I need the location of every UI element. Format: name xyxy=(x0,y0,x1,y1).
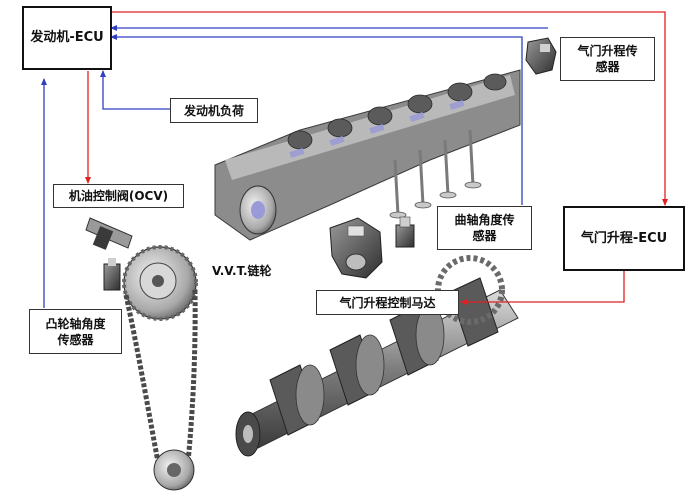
rocker-accents xyxy=(289,99,465,159)
lift-motor-label: 气门升程控制马达 xyxy=(339,295,436,310)
vvt-sprocket-label: V.V.T.链轮 xyxy=(212,264,272,278)
crank-sprocket-part xyxy=(153,449,195,491)
ocv-box: 机油控制阀(OCV) xyxy=(53,184,184,208)
signal-lines xyxy=(43,27,548,308)
control-lines xyxy=(87,11,666,303)
lift-motor-box: 气门升程控制马达 xyxy=(316,290,459,315)
signal-arrowheads xyxy=(41,25,117,85)
valve-lift-sensor-box: 气门升程传 感器 xyxy=(560,37,655,81)
crankshaft-part xyxy=(235,255,519,457)
engine-ecu-box: 发动机-ECU xyxy=(22,6,112,70)
cam-angle-sensor-part xyxy=(103,258,121,291)
crank-sensor-label: 曲轴角度传 感器 xyxy=(454,213,515,243)
valves xyxy=(393,129,475,216)
ocv-label: 机油控制阀(OCV) xyxy=(68,189,169,203)
valve-lift-sensor-label: 气门升程传 感器 xyxy=(577,44,638,74)
engine-load-label: 发动机负荷 xyxy=(183,103,244,118)
valve-lift-ecu-label: 气门升程-ECU xyxy=(580,230,668,246)
vvt-sprocket-part xyxy=(122,245,198,321)
cam-sensor-box: 凸轮轴角度 传感器 xyxy=(29,309,122,354)
engine-ecu-label: 发动机-ECU xyxy=(30,30,104,45)
camshaft-sprocket-end xyxy=(239,185,277,235)
camshaft-lobes xyxy=(287,73,507,150)
timing-chain xyxy=(123,289,198,463)
valve-lift-sensor-part xyxy=(525,37,557,75)
engine-load-box: 发动机负荷 xyxy=(170,98,258,123)
lift-control-motor-part xyxy=(329,217,383,279)
cylinder-head-assembly xyxy=(214,69,521,241)
cam-sensor-label: 凸轮轴角度 传感器 xyxy=(45,316,106,347)
crank-angle-sensor-part xyxy=(395,216,415,248)
ocv-part xyxy=(85,217,133,250)
control-arrowheads xyxy=(85,177,668,305)
valve-lift-ecu-box: 气门升程-ECU xyxy=(563,206,685,271)
crank-sensor-box: 曲轴角度传 感器 xyxy=(437,206,532,250)
